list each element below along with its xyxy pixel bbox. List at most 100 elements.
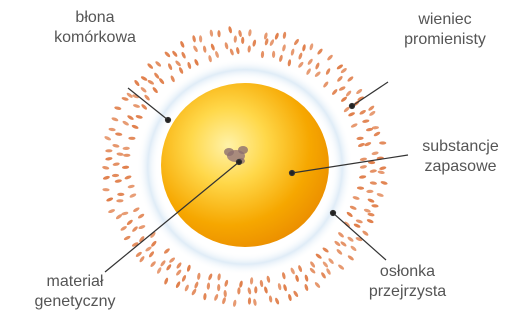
- corona-cell: [349, 205, 357, 211]
- corona-cell: [138, 224, 146, 230]
- corona-cell: [269, 39, 275, 47]
- corona-cell: [309, 43, 314, 51]
- corona-cell: [145, 246, 153, 253]
- corona-cell: [274, 32, 279, 40]
- label-corona-radiata: wieniec promienisty: [385, 10, 505, 50]
- corona-cell: [357, 142, 365, 148]
- corona-cell: [128, 137, 135, 140]
- corona-cell: [207, 273, 213, 281]
- corona-cell: [359, 109, 367, 115]
- corona-cell: [160, 259, 167, 267]
- corona-cell: [194, 281, 200, 289]
- corona-cell: [250, 277, 254, 284]
- corona-cell: [325, 68, 331, 76]
- corona-cell: [167, 63, 173, 71]
- corona-cell: [298, 52, 303, 60]
- corona-cell: [104, 135, 112, 141]
- corona-cell: [348, 111, 356, 117]
- corona-cell: [122, 165, 129, 169]
- corona-cell: [171, 50, 178, 58]
- corona-cell: [241, 37, 244, 44]
- corona-cell: [278, 55, 283, 63]
- corona-cell: [340, 67, 348, 74]
- corona-cell: [293, 38, 300, 46]
- corona-cell: [369, 169, 377, 173]
- corona-cell: [347, 236, 355, 243]
- label-cell-membrane-line2: komórkowa: [40, 28, 150, 48]
- corona-cell: [367, 105, 375, 112]
- label-genetic-material-line1: materiał: [20, 272, 130, 292]
- corona-cell: [307, 58, 314, 66]
- corona-cell: [274, 297, 280, 305]
- corona-cell: [199, 35, 203, 42]
- corona-cell: [353, 223, 361, 229]
- corona-cell: [282, 31, 286, 39]
- corona-cell: [147, 79, 155, 85]
- corona-cell: [217, 284, 220, 291]
- corona-cell: [133, 79, 140, 87]
- corona-cell: [247, 287, 252, 295]
- corona-cell: [272, 51, 275, 58]
- corona-cell: [184, 284, 190, 292]
- corona-cell: [302, 44, 307, 52]
- corona-cell: [314, 71, 321, 78]
- corona-cell: [367, 212, 375, 217]
- label-zona-pellucida: osłonka przejrzysta: [350, 262, 465, 302]
- corona-cell: [114, 106, 122, 111]
- corona-cell: [111, 117, 119, 123]
- corona-cell: [305, 68, 311, 76]
- corona-cell: [181, 274, 187, 282]
- corona-cell: [153, 72, 160, 80]
- corona-cell: [121, 211, 129, 216]
- corona-cell: [238, 30, 243, 38]
- corona-cell: [309, 267, 316, 274]
- corona-cell: [373, 131, 381, 137]
- corona-cell: [123, 235, 131, 241]
- corona-cell: [236, 47, 241, 55]
- corona-cell: [203, 45, 207, 53]
- corona-cell: [326, 54, 333, 61]
- corona-cell: [247, 45, 251, 52]
- corona-cell: [131, 124, 139, 130]
- corona-cell: [221, 297, 226, 305]
- corona-cell: [140, 75, 148, 81]
- corona-cell: [126, 219, 134, 226]
- corona-cell: [131, 225, 138, 232]
- corona-cell: [315, 62, 321, 70]
- corona-cell: [129, 193, 137, 199]
- corona-cell: [207, 282, 211, 289]
- label-cell-membrane-line1: błona: [40, 8, 150, 28]
- label-zona-pellucida-line2: przejrzysta: [350, 282, 465, 302]
- corona-cell: [304, 284, 309, 292]
- corona-cell: [327, 257, 334, 264]
- label-zona-pellucida-line1: osłonka: [350, 262, 465, 282]
- label-genetic-material: materiał genetyczny: [20, 272, 130, 312]
- corona-cell: [350, 122, 358, 128]
- label-corona-radiata-line1: wieniec: [385, 10, 505, 30]
- corona-cell: [178, 67, 184, 75]
- corona-cell: [364, 141, 372, 147]
- corona-cell: [120, 225, 128, 231]
- corona-cell: [179, 40, 185, 48]
- corona-cell: [316, 48, 323, 56]
- corona-cell: [105, 157, 113, 161]
- corona-cell: [163, 277, 168, 285]
- corona-cell: [112, 162, 120, 167]
- corona-cell: [314, 281, 321, 289]
- corona-cell: [371, 151, 379, 156]
- corona-cell: [174, 60, 181, 67]
- corona-cell: [252, 39, 257, 47]
- pointer-dot-yolk-substances: [290, 171, 295, 176]
- corona-cell: [380, 180, 388, 185]
- label-cell-membrane: błona komórkowa: [40, 8, 150, 48]
- corona-cell: [210, 43, 216, 51]
- corona-cell: [116, 199, 123, 203]
- corona-cell: [379, 141, 386, 144]
- corona-cell: [254, 286, 257, 293]
- corona-cell: [282, 44, 287, 52]
- corona-cell: [163, 247, 171, 254]
- corona-cell: [148, 250, 155, 258]
- corona-cell: [168, 257, 176, 264]
- corona-cell: [360, 165, 368, 170]
